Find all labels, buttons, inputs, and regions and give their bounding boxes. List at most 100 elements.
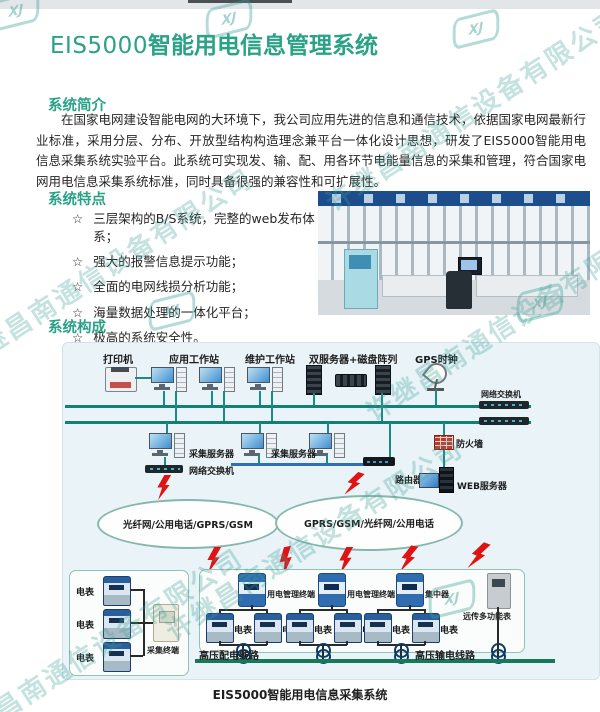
section-heading-features: 系统特点 [48,192,106,208]
diagram-caption: EIS5000智能用电信息采集系统 [212,688,388,702]
meter-icon [103,609,131,639]
label-app-workstation: 应用工作站 [169,355,219,366]
meter-icon [254,613,282,643]
photo-kiosk [344,249,378,309]
collection-terminal-icon [153,604,179,642]
photo-banner [318,191,590,206]
feature-text: 海量数据处理的一体化平台； [93,304,256,320]
feature-item: ☆ 海量数据处理的一体化平台； [72,304,322,322]
connector-line [497,607,499,661]
collection-server-icon [241,433,277,459]
web-server-screen-icon [419,473,439,488]
feature-text: 极高的系统安全性。 [93,329,206,345]
transformer-icon [316,643,331,664]
label-dual-server: 双服务器+磁盘阵列 [309,355,398,366]
feature-text: 三层架构的B/S系统，完整的web发布体系； [93,211,315,245]
router-icon [363,457,395,466]
server-rack-icon [375,365,391,395]
meter-icon [206,613,234,643]
label-printer: 打印机 [103,355,133,366]
connector-line [271,391,273,421]
power-mgmt-terminal-icon [238,573,266,607]
connector-line [299,609,301,614]
connector-line [346,641,348,645]
connector-line [424,609,426,614]
connector-line [409,605,411,610]
label-remote-meter: 远传多功能表 [463,612,511,621]
label-meter: 电表 [76,654,95,664]
control-room-photo [318,191,590,315]
label-firewall: 防火墙 [456,440,484,450]
section-heading-composition: 系统构成 [48,320,106,336]
feature-text: 全面的电网线损分析功能； [93,279,244,295]
top-strip [0,0,600,9]
label-collection-terminal: 采集终端 [147,646,179,655]
workstation-icon [199,367,235,393]
connector-line [313,393,315,405]
printer-icon [105,367,137,392]
collection-server-icon [309,433,345,459]
ethernet-bus-line [65,421,531,424]
connector-line [346,609,348,614]
intro-paragraph: 在国家电网建设智能电网的大环境下，我公司应用先进的信息和通信技术，依据国家电网最… [36,112,587,189]
connector-line [251,605,253,610]
star-icon: ☆ [72,304,84,320]
firewall-icon [434,435,454,450]
transformer-icon [394,643,409,664]
feature-text: 强大的报警信息提示功能； [93,254,244,270]
meter-icon [103,576,131,606]
connector-line [435,389,437,405]
photo-chair [446,271,472,309]
label-meter: 电表 [314,626,333,636]
system-architecture-diagram: 打印机 应用工作站 维护工作站 双服务器+磁盘阵列 GPS时钟 网络交换机 [62,342,600,680]
photo-wall-divider [318,241,590,244]
meter-icon [364,613,392,643]
xj-logo-watermark: XJ [452,7,500,51]
workstation-icon [247,367,283,393]
connector-line [299,641,301,645]
connector-line [331,605,333,610]
connector-line [211,391,213,405]
connector-line [266,609,268,614]
star-icon: ☆ [72,279,84,295]
connector-line [219,609,267,611]
label-meter: 电表 [392,626,411,636]
transformer-icon [491,643,506,664]
star-icon: ☆ [72,211,84,226]
connector-line [389,423,391,459]
page-title: EIS5000智能用电信息管理系统 [50,26,378,60]
connector-line [130,655,143,657]
meter-icon [334,613,362,643]
label-concentrator: 集中器 [425,590,449,599]
star-icon: ☆ [72,329,84,345]
label-meter: 电表 [76,588,95,598]
connector-line [164,457,166,465]
section-heading-intro: 系统简介 [48,98,106,114]
gps-clock-icon [421,358,452,391]
meter-icon [412,613,440,643]
lightning-bolt [157,475,172,500]
concentrator-icon [396,573,424,607]
product-name: 智能用电信息管理系统 [147,33,378,59]
disk-array-icon [335,374,367,387]
connector-line [130,589,143,591]
label-hv-distribution-line: 高压配电线路 [199,651,259,662]
remote-multifunction-meter-icon [487,573,511,609]
ethernet-bus-line [65,405,531,408]
wan-cloud-right: GPRS/GSM/光纤网/公用电话 [275,480,463,551]
connector-line [163,391,165,405]
label-collection-server: 采集服务器 [189,450,235,460]
server-rack-icon [306,365,322,395]
feature-item: ☆ 三层架构的B/S系统，完整的web发布体系； [72,210,322,246]
meter-icon [286,613,314,643]
connector-line [377,609,379,614]
label-router: 路由器 [395,476,423,486]
label-web-server: WEB服务器 [457,482,507,492]
lan-line [231,463,393,466]
wan-cloud-left: 光纤网/公用电话/GPRS/GSM [97,486,279,549]
photo-desk [476,275,578,297]
network-switch-icon [479,417,529,425]
web-server-icon [439,467,454,493]
network-switch-icon [479,401,529,409]
